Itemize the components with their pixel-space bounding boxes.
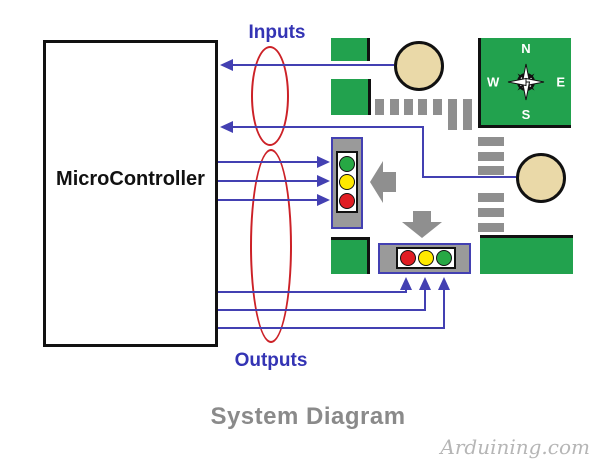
lamp-red xyxy=(339,192,355,209)
compass-rose-icon xyxy=(507,63,545,100)
traffic-light-horizontal-face xyxy=(396,247,456,269)
microcontroller-label: MicroController xyxy=(56,168,205,190)
crosswalk-east-bar xyxy=(478,193,504,202)
crosswalk-east-bar xyxy=(478,223,504,232)
output-wire-h-green xyxy=(218,290,445,329)
outputs-label: Outputs xyxy=(234,350,308,371)
lamp-yellow xyxy=(418,250,434,266)
lamp-green xyxy=(436,250,452,266)
outputs-bundle-ellipse xyxy=(250,149,292,343)
corner-southeast xyxy=(480,235,573,274)
lamp-green xyxy=(339,155,355,172)
inputs-bundle-ellipse xyxy=(251,46,289,146)
corner-northwest-lower xyxy=(331,79,371,115)
output-wire-h-red-arrowhead xyxy=(400,277,412,290)
output-wire-h-yellow xyxy=(218,290,426,311)
input-wire-east-arrowhead xyxy=(220,121,233,133)
watermark: Arduining.com xyxy=(440,435,590,459)
corner-southwest xyxy=(331,237,370,274)
compass-north-label: N xyxy=(521,41,531,56)
crosswalk-west-dash xyxy=(418,99,427,115)
compass-south-label: S xyxy=(521,107,531,122)
lamp-yellow xyxy=(339,174,355,190)
crosswalk-west-dash xyxy=(375,99,384,115)
crosswalk-west-dash xyxy=(390,99,399,115)
inputs-label: Inputs xyxy=(248,22,306,43)
down-direction-arrow-icon xyxy=(402,211,442,238)
crosswalk-west-bar xyxy=(463,99,472,130)
page-title: System Diagram xyxy=(210,403,406,430)
crosswalk-east-bar xyxy=(478,137,504,146)
microcontroller-box xyxy=(43,40,218,347)
vehicle-north-approach xyxy=(394,41,444,91)
input-wire-north-arrowhead xyxy=(220,59,233,71)
traffic-light-vertical xyxy=(331,137,363,229)
output-wire-h-red xyxy=(218,290,407,293)
compass-east-label: E xyxy=(556,74,565,89)
crosswalk-west-dash xyxy=(433,99,442,115)
output-wire-v-red-arrowhead xyxy=(317,194,330,206)
crosswalk-east-bar xyxy=(478,152,504,161)
crosswalk-west-bar xyxy=(448,99,457,130)
traffic-light-horizontal xyxy=(378,243,471,274)
lamp-red xyxy=(400,250,416,266)
vehicle-east-approach xyxy=(516,153,566,203)
output-wire-v-green-arrowhead xyxy=(317,156,330,168)
crosswalk-west-dash xyxy=(404,99,413,115)
crosswalk-east-bar xyxy=(478,166,504,175)
corner-northwest-upper xyxy=(331,38,370,61)
crosswalk-east-bar xyxy=(478,208,504,217)
output-wire-h-green-arrowhead xyxy=(438,277,450,290)
left-direction-arrow-icon xyxy=(370,161,396,203)
traffic-light-vertical-face xyxy=(336,151,358,213)
output-wire-v-yellow-arrowhead xyxy=(317,175,330,187)
compass-west-label: W xyxy=(487,74,500,89)
output-wire-h-yellow-arrowhead xyxy=(419,277,431,290)
corner-northeast: N S W E xyxy=(478,38,571,128)
